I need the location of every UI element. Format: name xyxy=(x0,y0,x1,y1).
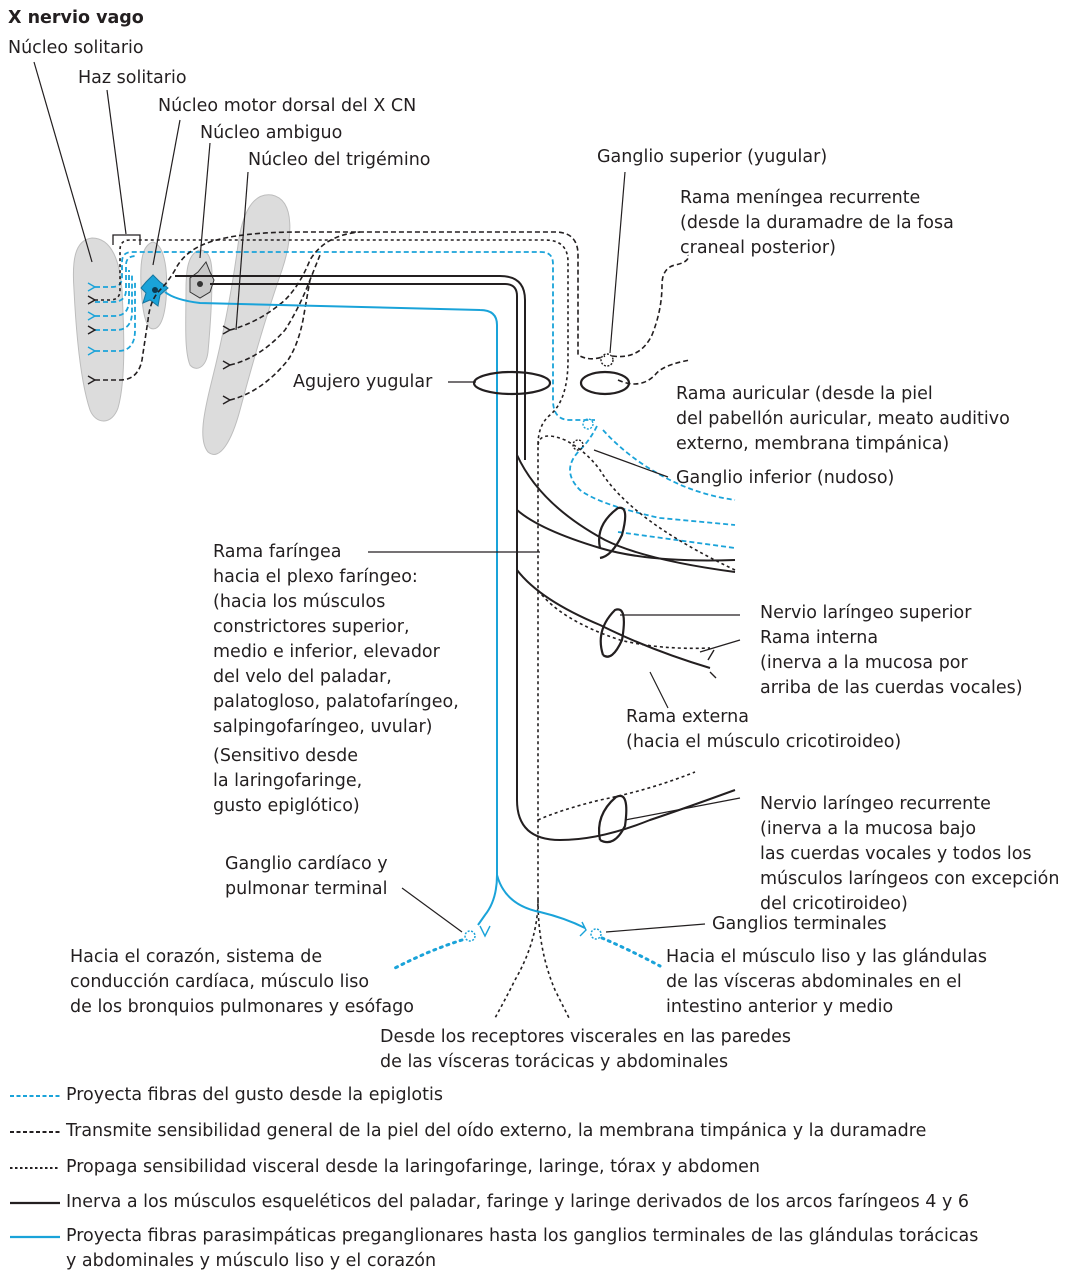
ganglio-inferior-black-marker xyxy=(572,439,584,451)
label-ganglio-inferior: Ganglio inferior (nudoso) xyxy=(676,468,895,488)
legend-swatch-blue-dashed xyxy=(10,1095,60,1097)
agujero-yugular-ring xyxy=(472,370,552,396)
auricular-ring xyxy=(579,370,631,396)
label-nucleo-trigemino: Núcleo del trigémino xyxy=(248,150,431,170)
label-ganglio-cardiaco: Ganglio cardíaco y pulmonar terminal xyxy=(225,854,388,899)
legend-text: Proyecta fibras del gusto desde la epigl… xyxy=(66,1085,443,1105)
legend-text: Proyecta fibras parasimpáticas pregangli… xyxy=(66,1226,979,1271)
label-ganglios-terminales: Ganglios terminales xyxy=(712,914,887,934)
label-rama-interna: Rama interna (inerva a la mucosa por arr… xyxy=(760,628,1023,698)
faringea-ring xyxy=(598,506,627,560)
label-ganglio-superior: Ganglio superior (yugular) xyxy=(597,147,828,167)
motor-fibers xyxy=(175,275,736,842)
label-rama-faringea: Rama faríngea hacia el plexo faríngeo: (… xyxy=(213,542,459,737)
label-hacia-corazon: Hacia el corazón, sistema de conducción … xyxy=(70,947,414,1017)
ganglio-inferior-blue-marker xyxy=(582,418,594,430)
label-rama-externa: Rama externa (hacia el músculo cricotiro… xyxy=(626,707,902,752)
laringeo-superior-ring xyxy=(599,608,625,658)
label-haz-solitario: Haz solitario xyxy=(78,68,187,88)
visceral-fibers xyxy=(95,239,736,1021)
label-agujero-yugular: Agujero yugular xyxy=(293,372,433,392)
label-nervio-laringeo-recurrente: Nervio laríngeo recurrente (inerva a la … xyxy=(760,794,1060,914)
label-nervio-laringeo-superior: Nervio laríngeo superior xyxy=(760,603,972,623)
label-sensitivo: (Sensitivo desde la laringofaringe, gust… xyxy=(213,746,363,816)
label-nucleo-motor-dorsal: Núcleo motor dorsal del X CN xyxy=(158,96,417,116)
haz-solitario-bracket xyxy=(112,234,141,245)
general-sensory-fibers xyxy=(95,231,691,401)
legend-text: Inerva a los músculos esqueléticos del p… xyxy=(66,1192,970,1212)
label-rama-meningea: Rama meníngea recurrente (desde la duram… xyxy=(680,188,954,258)
legend-swatch-black-solid xyxy=(10,1201,60,1205)
ganglio-superior-marker xyxy=(600,353,614,367)
legend-text: Propaga sensibilidad visceral desde la l… xyxy=(66,1157,760,1177)
ganglio-terminal-marker xyxy=(590,928,602,940)
legend-swatch-black-dashed xyxy=(10,1131,60,1133)
label-nucleo-ambiguo: Núcleo ambiguo xyxy=(200,123,343,143)
diagram-title: X nervio vago xyxy=(8,8,144,28)
leader-lines xyxy=(33,61,741,933)
laringeo-recurrente-ring xyxy=(598,794,628,844)
ambiguo-neuron xyxy=(189,261,215,299)
label-desde-receptores: Desde los receptores viscerales en las p… xyxy=(380,1027,791,1072)
legend-swatch-black-dotted xyxy=(10,1167,60,1169)
ganglio-cardiaco-marker xyxy=(464,930,476,942)
parasympathetic-fibers xyxy=(164,291,586,929)
terminal-marks xyxy=(87,282,717,938)
legend-swatch-blue-solid xyxy=(10,1235,60,1239)
label-hacia-musculo-liso: Hacia el músculo liso y las glándulas de… xyxy=(666,947,987,1017)
label-nucleo-solitario: Núcleo solitario xyxy=(8,38,144,58)
parasympathetic-distal xyxy=(393,936,662,970)
legend-text: Transmite sensibilidad general de la pie… xyxy=(66,1121,927,1141)
label-rama-auricular: Rama auricular (desde la piel del pabell… xyxy=(676,384,1010,454)
